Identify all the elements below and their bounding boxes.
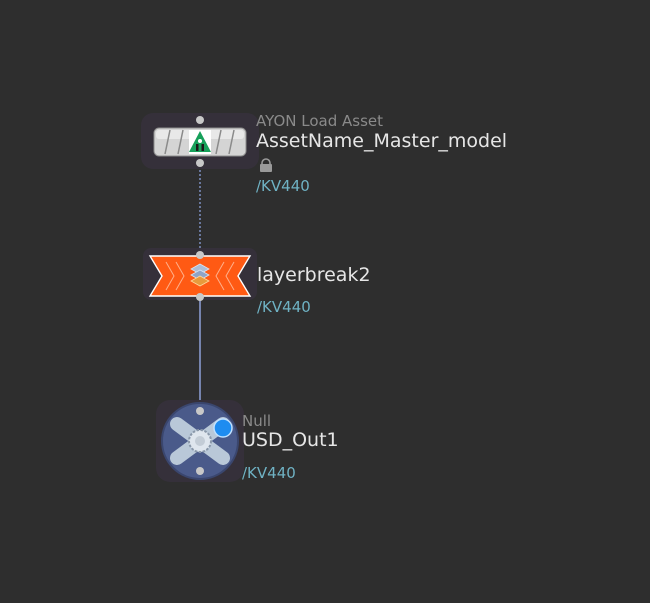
layerbreak-name-label[interactable]: layerbreak2 <box>257 264 371 286</box>
layer-stack-icon <box>190 263 210 287</box>
null-type-label: Null <box>242 412 272 430</box>
load-asset-type-label: AYON Load Asset <box>256 112 383 130</box>
null-context-label: /KV440 <box>242 464 296 482</box>
output-connector[interactable] <box>196 159 204 167</box>
load-asset-node[interactable] <box>141 113 259 169</box>
null-name-label[interactable]: USD_Out1 <box>242 429 339 451</box>
ayon-logo-icon <box>189 130 211 154</box>
lock-icon <box>260 158 272 172</box>
output-connector[interactable] <box>196 467 204 475</box>
load-asset-context-label: /KV440 <box>256 177 310 195</box>
input-connector[interactable] <box>196 251 204 259</box>
input-connector[interactable] <box>196 116 204 124</box>
display-flag-icon[interactable] <box>213 418 233 438</box>
output-connector[interactable] <box>196 293 204 301</box>
load-asset-name-label[interactable]: AssetName_Master_model <box>256 130 508 152</box>
input-connector[interactable] <box>196 407 204 415</box>
null-node[interactable] <box>156 400 244 482</box>
layerbreak-node[interactable] <box>143 248 257 301</box>
layerbreak-context-label: /KV440 <box>257 298 311 316</box>
